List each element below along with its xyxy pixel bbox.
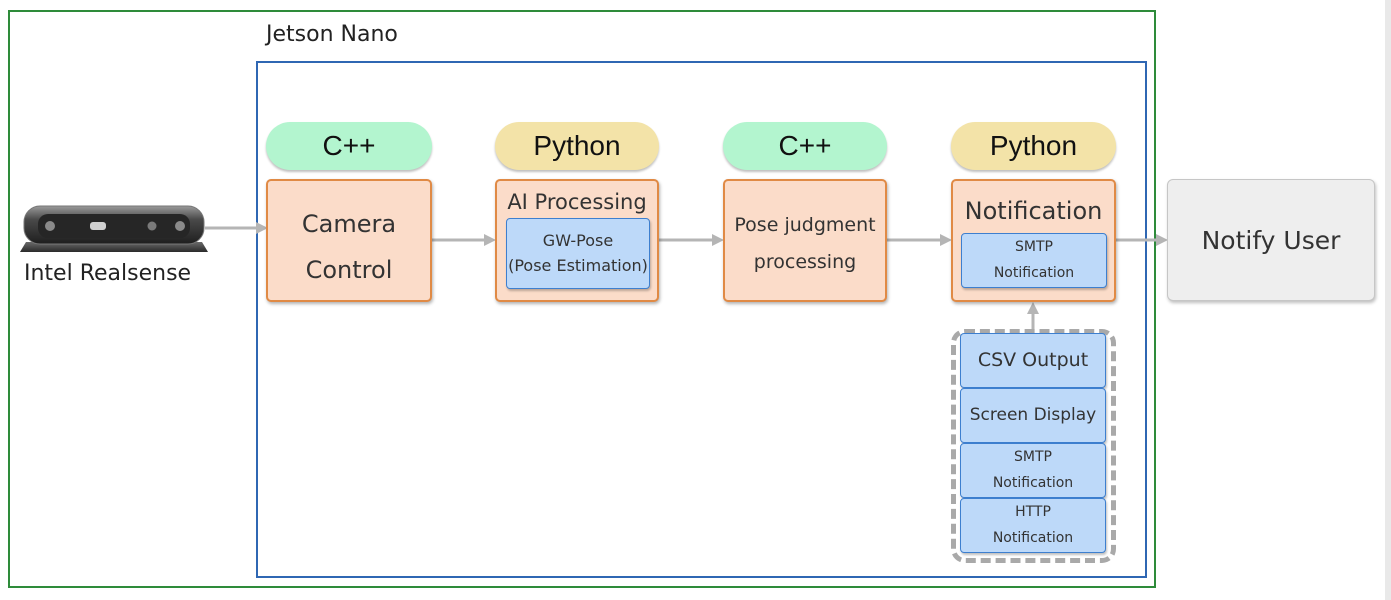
- system-frame: [8, 10, 1156, 588]
- arrowhead-smtp: [1027, 302, 1039, 314]
- arrowhead-judgment: [712, 234, 724, 246]
- arrowhead-user: [1156, 234, 1168, 246]
- arrowhead-camera: [256, 222, 268, 234]
- option-label-line1: SMTP: [1014, 448, 1052, 465]
- option-http-notification: HTTP Notification: [960, 498, 1106, 553]
- language-pill-cpp-1: C++: [266, 122, 432, 170]
- camera-label: Intel Realsense: [24, 261, 192, 286]
- gw-pose-module: GW-Pose (Pose Estimation): [506, 218, 650, 289]
- stage-title: Notification: [964, 197, 1103, 225]
- option-label: CSV Output: [977, 348, 1089, 371]
- stage-notification: Notification SMTP Notification: [951, 179, 1116, 302]
- stage-title-line2: Control: [305, 256, 393, 284]
- stage-title-line1: Pose judgment: [734, 214, 876, 236]
- jetson-nano-label: Jetson Nano: [266, 22, 398, 47]
- sub-line1: SMTP: [1015, 238, 1053, 255]
- output-options-group: [951, 329, 1116, 563]
- notify-user-label: Notify User: [1201, 225, 1341, 255]
- stage-title-line1: Camera: [301, 210, 397, 238]
- language-pill-python-1: Python: [495, 122, 659, 170]
- notify-user-box: Notify User: [1167, 179, 1375, 301]
- option-screen-display: Screen Display: [960, 388, 1106, 443]
- option-label-line1: HTTP: [1015, 503, 1051, 520]
- option-label: Screen Display: [969, 405, 1097, 426]
- jetson-nano-frame: [256, 61, 1147, 578]
- option-label-line2: Notification: [992, 529, 1074, 546]
- scrollbar-edge: [1385, 0, 1391, 600]
- stage-title-line2: processing: [753, 251, 857, 273]
- stage-ai-processing: AI Processing GW-Pose (Pose Estimation): [495, 179, 659, 302]
- arrowhead-notification: [940, 234, 952, 246]
- option-smtp-notification: SMTP Notification: [960, 443, 1106, 498]
- option-label-line2: Notification: [992, 474, 1074, 491]
- stage-title: AI Processing: [507, 190, 647, 214]
- realsense-camera-icon: [20, 205, 208, 252]
- smtp-notification-module: SMTP Notification: [961, 233, 1107, 288]
- sub-line2: Notification: [993, 264, 1075, 281]
- language-pill-cpp-2: C++: [723, 122, 887, 170]
- language-pill-python-2: Python: [951, 122, 1116, 170]
- sub-line2: (Pose Estimation): [508, 255, 648, 275]
- sub-line1: GW-Pose: [542, 230, 614, 250]
- arrowhead-ai: [484, 234, 496, 246]
- stage-camera-control: Camera Control: [266, 179, 432, 302]
- stage-pose-judgment: Pose judgment processing: [723, 179, 887, 302]
- option-csv-output: CSV Output: [960, 333, 1106, 388]
